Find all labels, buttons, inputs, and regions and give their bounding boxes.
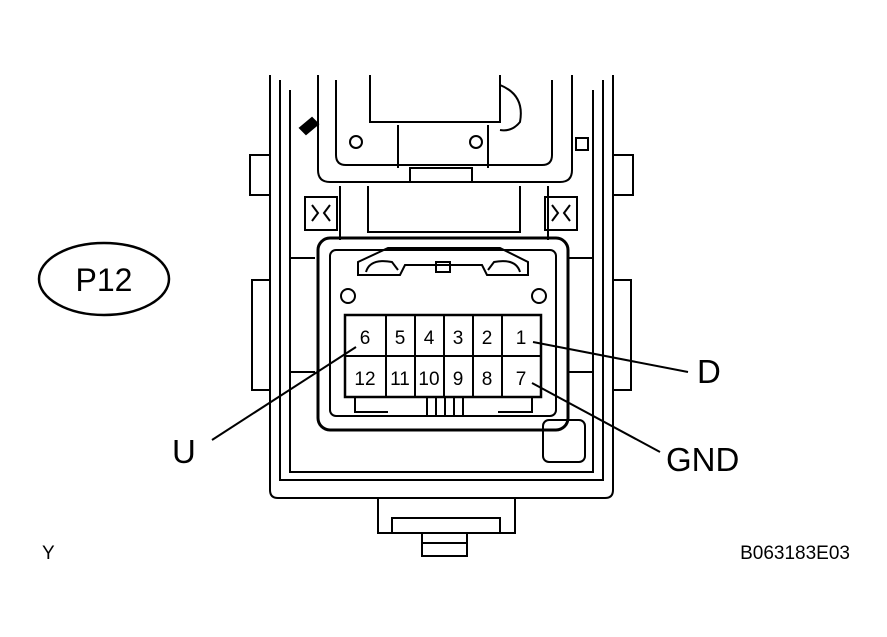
pin-9-label: 9	[453, 369, 464, 390]
pin-6-label: 6	[360, 328, 371, 349]
figure-code-label: B063183E03	[740, 543, 850, 564]
leader-line-u	[211, 346, 357, 441]
pin-8-label: 8	[482, 369, 493, 390]
callout-gnd-label: GND	[666, 441, 739, 478]
connector-shell	[316, 236, 570, 432]
pin-12-label: 12	[354, 369, 375, 390]
leader-lines	[211, 341, 689, 453]
callout-u-label: U	[172, 433, 196, 470]
switch-housing	[249, 75, 634, 557]
connector-id-label: P12	[76, 262, 133, 298]
pin-4-label: 4	[424, 328, 435, 349]
harness-color-label: Y	[42, 543, 55, 564]
pin-5-label: 5	[395, 328, 406, 349]
pin-7-label: 7	[516, 369, 527, 390]
pin-3-label: 3	[453, 328, 464, 349]
pin-2-label: 2	[482, 328, 493, 349]
pin-labels: 6 5 4 3 2 1 12 11 10 9 8 7	[354, 328, 526, 390]
pin-10-label: 10	[418, 369, 439, 390]
upper-mechanism	[298, 75, 589, 240]
leader-line-gnd	[531, 382, 661, 453]
leader-line-d	[532, 341, 689, 373]
connector-id-badge: P12	[37, 241, 171, 317]
callout-d-label: D	[697, 353, 721, 390]
pin-11-label: 11	[390, 369, 410, 390]
pin-1-label: 1	[516, 328, 527, 349]
